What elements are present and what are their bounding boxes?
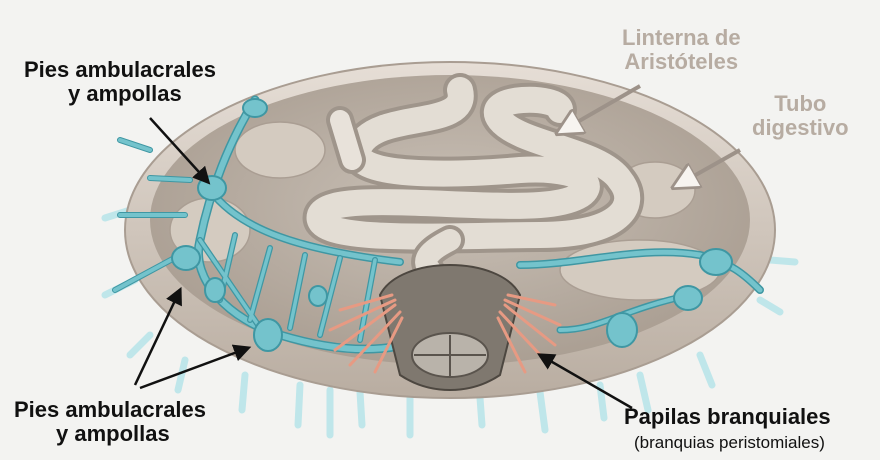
label-linterna: Linterna de Aristóteles <box>622 26 741 74</box>
label-pies-top: Pies ambulacrales y ampollas <box>24 58 216 106</box>
label-papilas-sub: (branquias peristomiales) <box>634 434 825 453</box>
label-papilas: Papilas branquiales <box>624 405 831 429</box>
arrow-pies-bottom-2 <box>140 348 248 388</box>
label-tubo: Tubo digestivo <box>752 92 849 140</box>
label-pies-bottom: Pies ambulacrales y ampollas <box>14 398 206 446</box>
aristotle-lantern <box>380 265 520 390</box>
